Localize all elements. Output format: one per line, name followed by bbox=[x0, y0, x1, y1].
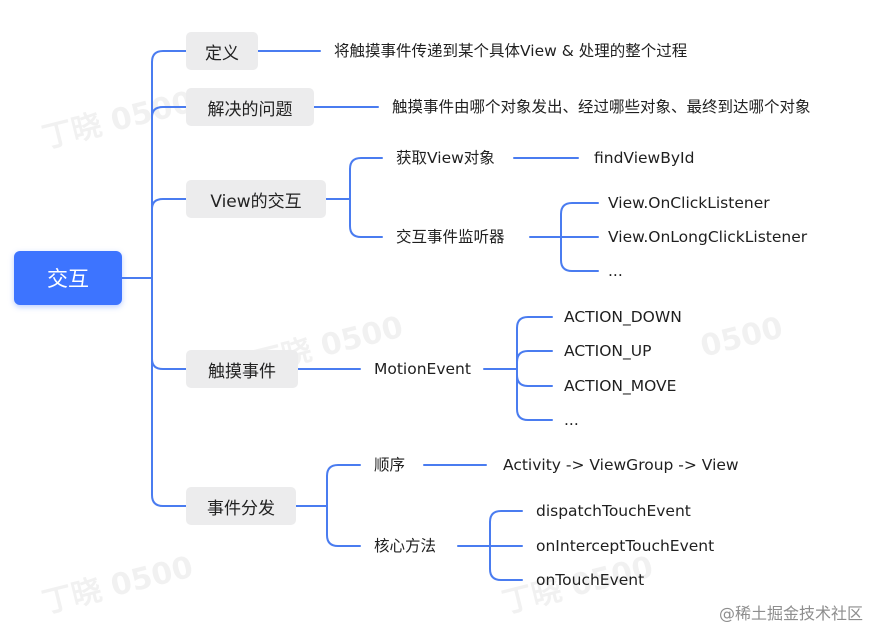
node-problem-label: 解决的问题 bbox=[207, 99, 293, 120]
connector-problem bbox=[151, 106, 187, 118]
node-view-interaction-label: View的交互 bbox=[210, 191, 302, 212]
connector-trunk-lower bbox=[151, 277, 187, 507]
node-dispatch-label: 事件分发 bbox=[207, 498, 275, 519]
node-action-item[interactable]: ACTION_DOWN bbox=[564, 308, 682, 326]
node-action-item[interactable]: ... bbox=[564, 411, 579, 429]
node-problem[interactable]: 解决的问题 bbox=[186, 88, 314, 126]
node-motionevent[interactable]: MotionEvent bbox=[374, 360, 471, 378]
node-view-interaction[interactable]: View的交互 bbox=[186, 180, 326, 218]
node-method-item[interactable]: dispatchTouchEvent bbox=[536, 502, 691, 520]
node-definition[interactable]: 定义 bbox=[186, 32, 258, 70]
connector-trunk bbox=[151, 50, 187, 279]
node-core-methods[interactable]: 核心方法 bbox=[374, 537, 437, 555]
connector-view bbox=[151, 198, 187, 210]
node-listeners[interactable]: 交互事件监听器 bbox=[396, 228, 505, 246]
node-findviewbyid[interactable]: findViewById bbox=[594, 149, 695, 167]
node-touch-event-label: 触摸事件 bbox=[208, 361, 276, 382]
root-label: 交互 bbox=[47, 267, 89, 291]
site-watermark: @稀土掘金技术社区 bbox=[718, 604, 863, 623]
node-order-text[interactable]: Activity -> ViewGroup -> View bbox=[503, 456, 739, 474]
node-method-item[interactable]: onInterceptTouchEvent bbox=[536, 537, 715, 555]
problem-text[interactable]: 触摸事件由哪个对象发出、经过哪些对象、最终到达哪个对象 bbox=[392, 98, 811, 116]
node-dispatch[interactable]: 事件分发 bbox=[186, 487, 296, 525]
node-listener-item[interactable]: ... bbox=[608, 262, 623, 280]
node-definition-label: 定义 bbox=[205, 43, 239, 64]
connector-touch bbox=[151, 358, 187, 370]
node-listener-item[interactable]: View.OnLongClickListener bbox=[608, 228, 808, 246]
definition-text[interactable]: 将触摸事件传递到某个具体View & 处理的整个过程 bbox=[334, 42, 688, 60]
node-get-view[interactable]: 获取View对象 bbox=[396, 149, 495, 167]
node-action-item[interactable]: ACTION_UP bbox=[564, 342, 652, 360]
node-listener-item[interactable]: View.OnClickListener bbox=[608, 194, 770, 212]
root-node-interaction[interactable]: 交互 bbox=[14, 251, 122, 305]
node-order[interactable]: 顺序 bbox=[374, 456, 406, 474]
node-method-item[interactable]: onTouchEvent bbox=[536, 571, 645, 589]
node-action-item[interactable]: ACTION_MOVE bbox=[564, 377, 677, 395]
node-touch-event[interactable]: 触摸事件 bbox=[186, 350, 298, 388]
